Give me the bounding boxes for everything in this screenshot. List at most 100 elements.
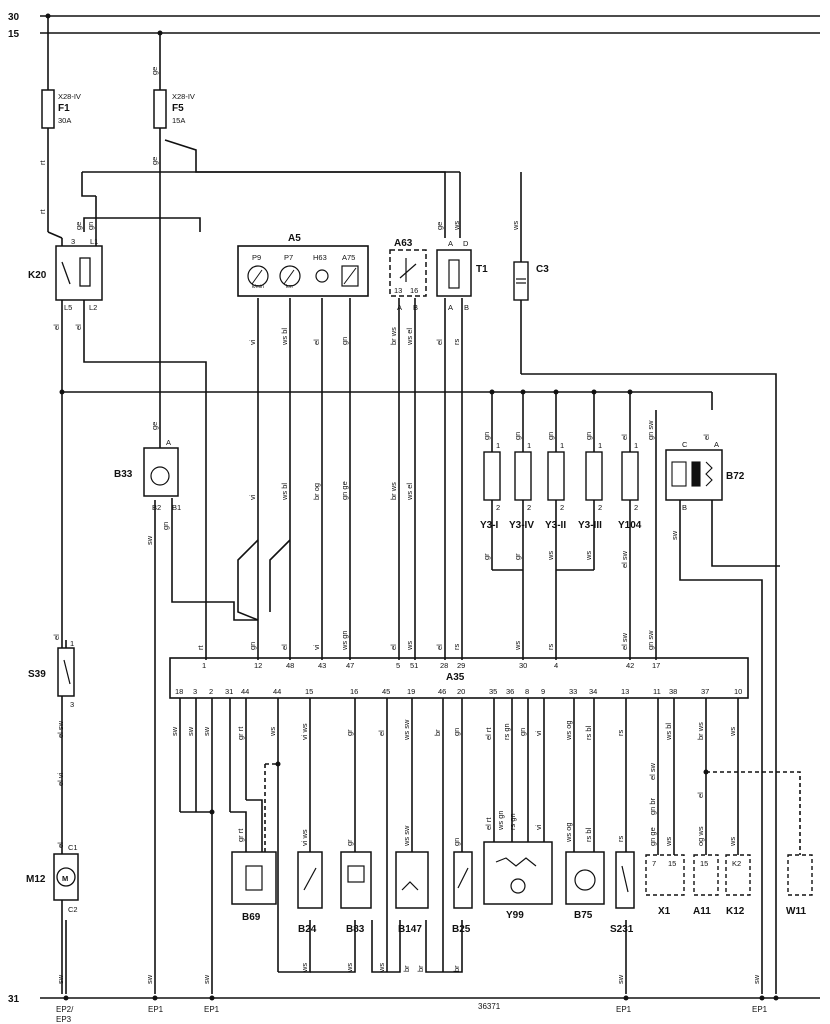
svg-text:sw: sw (145, 535, 154, 545)
ground-label-ep1-d: EP1 (752, 1005, 768, 1014)
svg-text:ws: ws (452, 221, 461, 231)
svg-text:gr rt: gr rt (236, 726, 245, 740)
svg-text:ws bl: ws bl (280, 328, 289, 346)
injector-pin-labels: 1 2 1 2 1 2 1 2 1 2 (496, 441, 638, 512)
svg-text:ws: ws (377, 963, 386, 973)
svg-text:W11: W11 (786, 906, 806, 917)
svg-text:el: el (435, 644, 444, 650)
svg-text:B25: B25 (452, 924, 471, 935)
svg-text:A: A (166, 438, 171, 447)
svg-text:br: br (416, 965, 425, 972)
svg-text:ws og: ws og (564, 822, 573, 843)
sensor-b69: B69 (231, 851, 277, 923)
svg-text:el: el (435, 339, 444, 345)
svg-text:2: 2 (209, 687, 213, 696)
svg-text:el sw: el sw (620, 550, 629, 568)
svg-text:ws: ws (728, 837, 737, 847)
sensor-b83: B83 (340, 851, 372, 935)
svg-text:rs: rs (546, 644, 555, 650)
svg-text:F5: F5 (172, 103, 184, 114)
svg-text:ge: ge (435, 222, 444, 230)
svg-text:A11: A11 (693, 906, 711, 917)
rail-30-label: 30 (8, 12, 20, 23)
svg-text:37: 37 (701, 687, 709, 696)
svg-text:rs: rs (452, 339, 461, 345)
ground-label-ep3: EP3 (56, 1015, 72, 1024)
svg-text:ws: ws (513, 641, 522, 651)
svg-text:gn: gn (513, 432, 522, 440)
svg-text:el vi: el vi (56, 772, 65, 786)
svg-text:Y3-II: Y3-II (545, 520, 566, 531)
svg-text:el: el (377, 730, 386, 736)
svg-text:gn: gn (452, 838, 461, 846)
svg-text:11: 11 (653, 687, 661, 696)
svg-text:1: 1 (496, 441, 500, 450)
svg-text:rs: rs (616, 730, 625, 736)
svg-text:sw: sw (616, 974, 625, 984)
svg-text:el rt: el rt (484, 727, 493, 740)
svg-text:C2: C2 (68, 905, 78, 914)
fuse-f1: X28-IV F1 30A (41, 89, 81, 129)
svg-text:30: 30 (519, 661, 527, 670)
svg-text:vi: vi (534, 824, 543, 830)
svg-text:sw: sw (670, 530, 679, 540)
svg-text:20: 20 (457, 687, 465, 696)
svg-text:9: 9 (541, 687, 545, 696)
svg-text:X1: X1 (658, 906, 671, 917)
svg-text:rs gn: rs gn (502, 723, 511, 740)
svg-text:gr: gr (345, 729, 354, 736)
svg-text:29: 29 (457, 661, 465, 670)
svg-text:ws: ws (345, 963, 354, 973)
svg-text:A: A (448, 303, 453, 312)
svg-text:42: 42 (626, 661, 634, 670)
a5-part-p9-label: P9 (252, 253, 261, 262)
svg-text:47: 47 (346, 661, 354, 670)
svg-text:br ws: br ws (389, 482, 398, 500)
svg-text:2: 2 (496, 503, 500, 512)
svg-text:vi: vi (312, 644, 321, 650)
svg-text:br: br (452, 965, 461, 972)
svg-text:el: el (74, 324, 83, 330)
svg-text:gn br: gn br (648, 797, 657, 815)
svg-text:sw: sw (170, 726, 179, 736)
svg-text:15: 15 (668, 859, 676, 868)
svg-text:30A: 30A (58, 116, 71, 125)
a35-label: A35 (446, 672, 465, 683)
svg-text:M12: M12 (26, 874, 46, 885)
svg-text:S231: S231 (610, 924, 634, 935)
svg-text:el: el (620, 434, 629, 440)
svg-text:13: 13 (394, 286, 402, 295)
svg-text:sw: sw (752, 974, 761, 984)
svg-text:ws sw: ws sw (402, 719, 411, 741)
svg-text:br: br (402, 965, 411, 972)
svg-text:44: 44 (241, 687, 249, 696)
rail-31-label: 31 (8, 994, 20, 1005)
svg-text:8: 8 (525, 687, 529, 696)
svg-text:el sw: el sw (620, 632, 629, 650)
switch-s231: S231 (610, 851, 635, 935)
motor-m12: M M12 C1 C2 (26, 843, 79, 914)
svg-text:ws: ws (405, 641, 414, 651)
svg-text:br: br (433, 729, 442, 736)
connector-x1: X1 7 15 (645, 854, 685, 917)
svg-text:el: el (52, 634, 61, 640)
svg-text:ws: ws (664, 837, 673, 847)
svg-text:T1: T1 (476, 264, 488, 275)
svg-text:16: 16 (410, 286, 418, 295)
a5-part-p7-label: P7 (284, 253, 293, 262)
svg-text:B33: B33 (114, 469, 133, 480)
svg-text:sw: sw (202, 726, 211, 736)
svg-text:51: 51 (410, 661, 418, 670)
svg-text:el: el (696, 792, 705, 798)
svg-text:el sw: el sw (56, 720, 65, 738)
cluster-a5: A5 (237, 233, 369, 297)
svg-text:5: 5 (396, 661, 400, 670)
svg-text:C: C (682, 440, 688, 449)
svg-text:15: 15 (305, 687, 313, 696)
svg-text:43: 43 (318, 661, 326, 670)
svg-text:A: A (397, 303, 402, 312)
svg-text:31: 31 (225, 687, 233, 696)
svg-text:ws: ws (511, 221, 520, 231)
svg-text:gn ge: gn ge (648, 827, 657, 846)
svg-text:ge: ge (150, 67, 159, 75)
